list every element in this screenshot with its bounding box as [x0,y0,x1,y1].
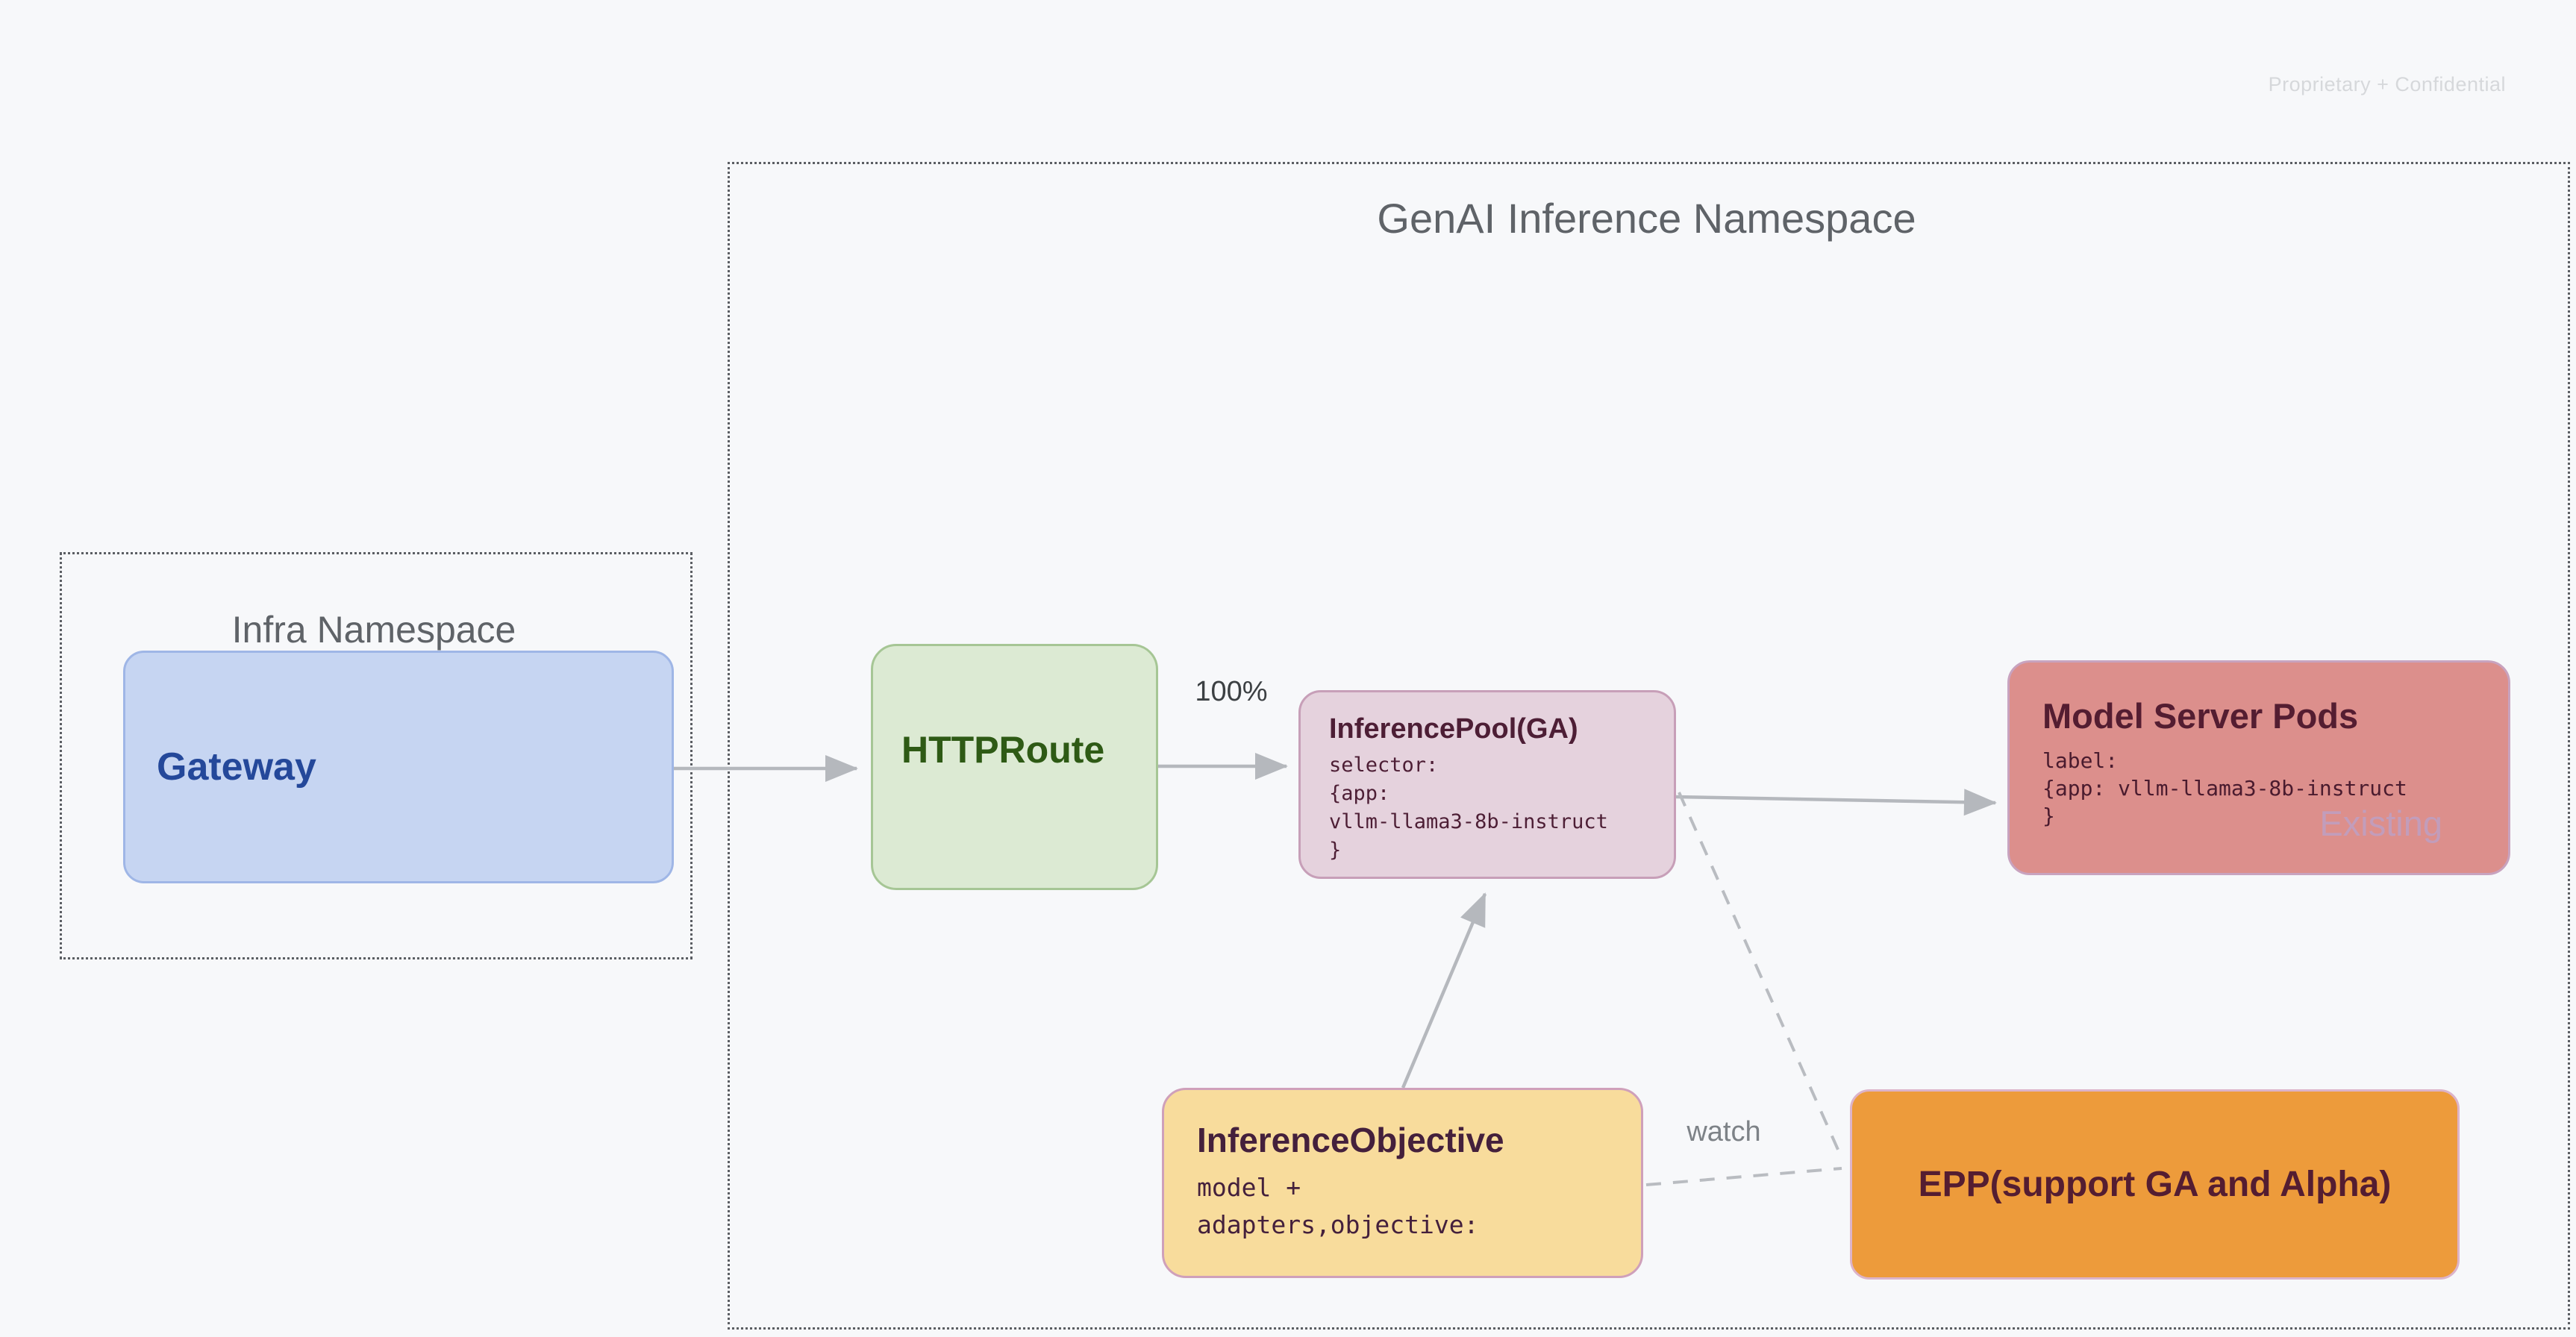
inference-objective-node: InferenceObjective model + adapters,obje… [1162,1088,1643,1278]
httproute-label: HTTPRoute [901,729,1105,771]
genai-namespace-title: GenAI Inference Namespace [1377,195,1916,242]
inference-pool-node: InferencePool(GA) selector: {app: vllm-l… [1298,690,1676,879]
model-server-pods-node: Model Server Pods label: {app: vllm-llam… [2007,660,2510,875]
model-server-pods-title: Model Server Pods [2042,696,2359,736]
gateway-node: Gateway [123,651,674,883]
epp-label: EPP(support GA and Alpha) [1918,1165,2392,1204]
gateway-label: Gateway [157,745,316,789]
confidential-note: Proprietary + Confidential [2268,73,2506,96]
existing-badge: Existing [2319,804,2442,843]
watch-label: watch [1686,1116,1761,1147]
inference-pool-title: InferencePool(GA) [1329,713,1578,745]
inference-objective-body-text: model + adapters,objective: [1197,1173,1479,1239]
infra-namespace-title: Infra Namespace [231,609,516,651]
model-server-pods-label-text: label: {app: vllm-llama3-8b-instruct } [2042,748,2407,828]
traffic-weight-label: 100% [1195,676,1268,707]
inference-pool-selector-text: selector: {app: vllm-llama3-8b-instruct … [1329,754,1608,862]
genai-namespace-box [728,162,2570,1330]
httproute-node: HTTPRoute [871,644,1158,890]
infra-namespace-box [60,552,693,959]
epp-node: EPP(support GA and Alpha) [1850,1089,2460,1280]
inference-objective-title: InferenceObjective [1197,1121,1504,1159]
